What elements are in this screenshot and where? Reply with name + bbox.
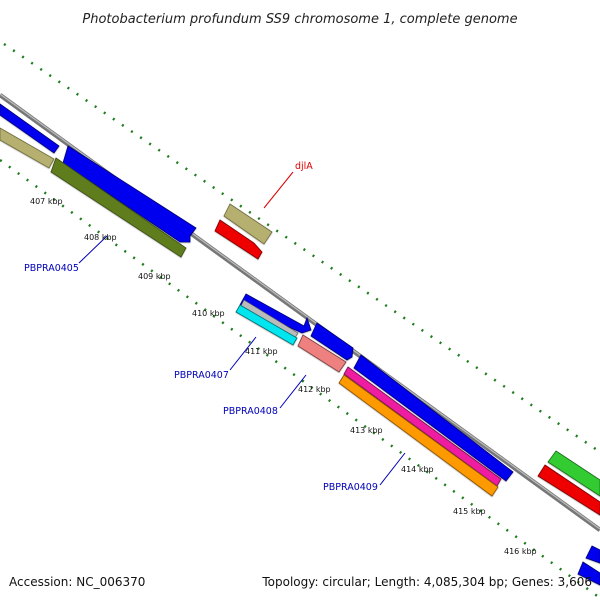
gene-label-PBPRA0405[interactable]: PBPRA0405: [24, 263, 79, 274]
gene-feature[interactable]: [353, 354, 514, 482]
genome-backbone-highlight: [0, 93, 600, 530]
gene-feature-djlA[interactable]: [223, 203, 273, 245]
map-title: Photobacterium profundum SS9 chromosome …: [82, 12, 517, 27]
gene-feature[interactable]: [310, 322, 354, 361]
gene-feature[interactable]: [214, 219, 263, 260]
gene-label-PBPRA0407[interactable]: PBPRA0407: [174, 370, 229, 381]
gene-feature[interactable]: [547, 450, 600, 497]
scale-label: 413 kbp: [350, 426, 383, 435]
gene-feature-PBPRA0409[interactable]: [338, 374, 499, 497]
gene-feature-PBPRA0408[interactable]: [297, 334, 347, 373]
gene-label-PBPRA0409[interactable]: PBPRA0409: [323, 482, 378, 493]
scale-label: 416 kbp: [504, 547, 537, 556]
leader-PBPRA0408: [279, 374, 307, 409]
scale-label: 411 kbp: [245, 347, 278, 356]
scale-label: 409 kbp: [138, 272, 171, 281]
gene-feature[interactable]: [585, 545, 600, 564]
scale-label: 410 kbp: [192, 309, 225, 318]
gene-feature[interactable]: [577, 561, 600, 586]
leader-djlA: [263, 171, 294, 209]
leader-PBPRA0405: [78, 235, 108, 264]
gene-feature-PBPRA0407[interactable]: [235, 304, 298, 346]
gene-feature[interactable]: [50, 157, 187, 258]
leader-PBPRA0407: [229, 336, 257, 371]
gene-feature[interactable]: [0, 127, 55, 169]
features: [0, 103, 600, 586]
scale-label: 412 kbp: [298, 385, 331, 394]
leader-PBPRA0409: [379, 452, 406, 486]
gene-label-PBPRA0408[interactable]: PBPRA0408: [223, 406, 278, 417]
scale-labels: 407 kbp 408 kbp 409 kbp 410 kbp 411 kbp …: [30, 197, 537, 556]
inner-tick-track: [0, 158, 600, 600]
gene-feature[interactable]: [62, 145, 197, 243]
genome-summary-text: Topology: circular; Length: 4,085,304 bp…: [261, 575, 592, 589]
gene-label-djlA[interactable]: djlA: [295, 161, 313, 172]
gene-feature[interactable]: [537, 464, 600, 516]
gene-feature[interactable]: [0, 103, 60, 154]
scale-label: 414 kbp: [401, 465, 434, 474]
scale-label: 415 kbp: [453, 507, 486, 516]
accession-text: Accession: NC_006370: [9, 575, 145, 589]
scale-label: 407 kbp: [30, 197, 63, 206]
label-leaders: [78, 171, 406, 486]
scale-label: 408 kbp: [84, 233, 117, 242]
